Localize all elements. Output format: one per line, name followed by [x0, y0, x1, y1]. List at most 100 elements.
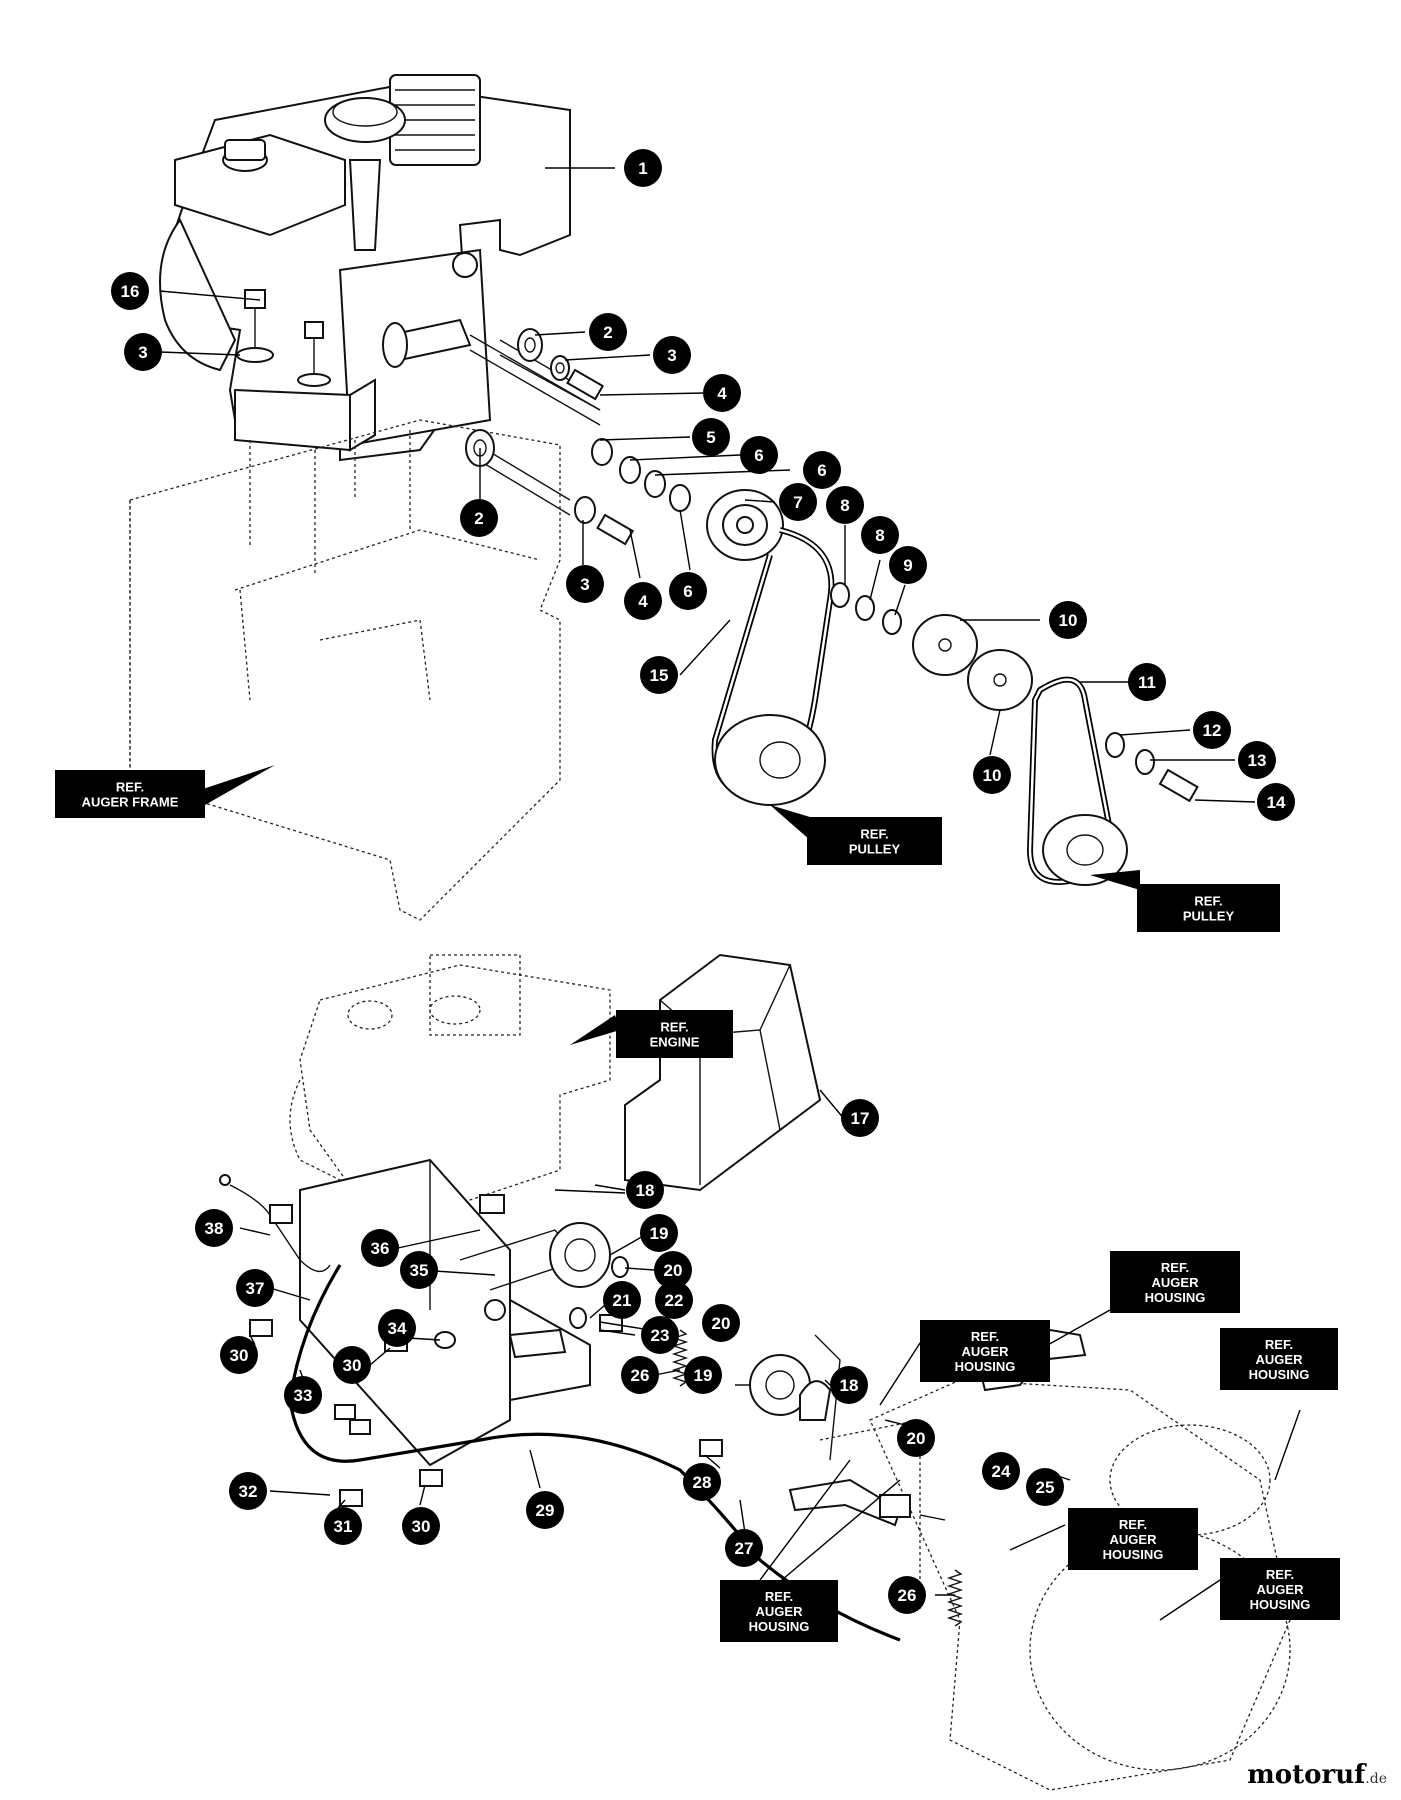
callout-number: 1: [638, 159, 647, 178]
ref-label-line1: REF.: [860, 827, 888, 842]
ref-label-line3: HOUSING: [1145, 1290, 1206, 1305]
leader-lines: [159, 167, 1256, 1596]
callout-number: 2: [603, 323, 612, 342]
callout-number: 15: [650, 666, 669, 685]
callout-3: 3: [124, 333, 162, 371]
callout-number: 13: [1248, 751, 1267, 770]
ref-label-line3: HOUSING: [1103, 1547, 1164, 1562]
callout-18: 18: [626, 1171, 664, 1209]
callout-number: 34: [388, 1319, 407, 1338]
discs-top: [830, 582, 1033, 711]
pulley-belt-left: [706, 489, 835, 806]
callout-circle: [526, 1491, 564, 1529]
callout-number: 6: [817, 461, 826, 480]
callout-number: 29: [536, 1501, 555, 1520]
ref-label-group: REF.AUGER FRAMEREF.PULLEYREF.PULLEYREF.E…: [55, 770, 1340, 1642]
callout-25: 25: [1026, 1468, 1064, 1506]
callout-35: 35: [400, 1251, 438, 1289]
callout-number: 36: [371, 1239, 390, 1258]
callout-7: 7: [779, 483, 817, 521]
callout-20: 20: [654, 1251, 692, 1289]
callout-number: 9: [903, 556, 912, 575]
ref-label-line1: REF.: [1266, 1567, 1294, 1582]
callout-13: 13: [1238, 741, 1276, 779]
ref-label-box: [1137, 884, 1280, 932]
callout-circle: [641, 1316, 679, 1354]
callout-26: 26: [888, 1576, 926, 1614]
callout-15: 15: [640, 656, 678, 694]
ref-label-line1: REF.: [660, 1020, 688, 1035]
callout-number: 4: [717, 384, 727, 403]
callout-number: 6: [683, 582, 692, 601]
engine-top: [159, 74, 601, 516]
callout-number: 18: [636, 1181, 655, 1200]
ref-label-line2: PULLEY: [1183, 909, 1235, 924]
callout-number: 37: [246, 1279, 265, 1298]
ref-label-box: [720, 1580, 838, 1642]
callout-5: 5: [692, 418, 730, 456]
ref-label-line2: AUGER: [1256, 1352, 1304, 1367]
watermark: motoruf.de: [1247, 1760, 1387, 1790]
callout-number: 28: [693, 1473, 712, 1492]
callout-32: 32: [229, 1472, 267, 1510]
callout-number: 19: [694, 1366, 713, 1385]
callout-27: 27: [725, 1529, 763, 1567]
callout-circle: [640, 656, 678, 694]
callout-34: 34: [378, 1309, 416, 1347]
callout-number: 4: [638, 592, 648, 611]
callout-circle: [1026, 1468, 1064, 1506]
ref-label-line2: AUGER: [962, 1344, 1010, 1359]
callout-number: 3: [580, 575, 589, 594]
callout-circle: [1257, 783, 1295, 821]
callout-4: 4: [703, 374, 741, 412]
callout-number: 14: [1267, 793, 1286, 812]
callout-circle: [655, 1281, 693, 1319]
callout-circle: [684, 1356, 722, 1394]
callout-circle: [725, 1529, 763, 1567]
callout-number: 6: [754, 446, 763, 465]
callout-30: 30: [402, 1507, 440, 1545]
callout-10: 10: [1049, 601, 1087, 639]
callout-number: 20: [907, 1429, 926, 1448]
ref-label-line1: REF.: [116, 780, 144, 795]
callout-17: 17: [841, 1099, 879, 1137]
ref-label-line3: HOUSING: [749, 1619, 810, 1634]
callout-6: 6: [803, 451, 841, 489]
callout-circle: [378, 1309, 416, 1347]
callout-number: 11: [1138, 673, 1156, 692]
ref-label-line3: HOUSING: [1249, 1367, 1310, 1382]
callout-number: 2: [474, 509, 483, 528]
callout-24: 24: [982, 1452, 1020, 1490]
callout-circle: [400, 1251, 438, 1289]
callout-31: 31: [324, 1507, 362, 1545]
callout-number: 22: [665, 1291, 684, 1310]
callout-20: 20: [897, 1419, 935, 1457]
pulley-belt-right: [1026, 676, 1199, 886]
callout-number: 16: [121, 282, 140, 301]
callout-circle: [692, 418, 730, 456]
callout-circle: [603, 1281, 641, 1319]
callout-circle: [861, 516, 899, 554]
callout-4: 4: [624, 582, 662, 620]
washers-top: [465, 328, 691, 546]
callout-number: 19: [650, 1224, 669, 1243]
ref-label-line2: ENGINE: [650, 1035, 700, 1050]
callout-circle: [111, 272, 149, 310]
ref-label-box: [616, 1010, 733, 1058]
callout-circle: [195, 1209, 233, 1247]
callout-6: 6: [669, 572, 707, 610]
callout-circle: [1193, 711, 1231, 749]
callout-26: 26: [621, 1356, 659, 1394]
callout-19: 19: [640, 1214, 678, 1252]
callout-number: 8: [875, 526, 884, 545]
ref-label: REF.AUGER FRAME: [55, 770, 205, 818]
callout-circle: [402, 1507, 440, 1545]
callout-8: 8: [861, 516, 899, 554]
callout-number: 20: [664, 1261, 683, 1280]
callout-37: 37: [236, 1269, 274, 1307]
watermark-brand: motoruf: [1247, 1760, 1366, 1790]
